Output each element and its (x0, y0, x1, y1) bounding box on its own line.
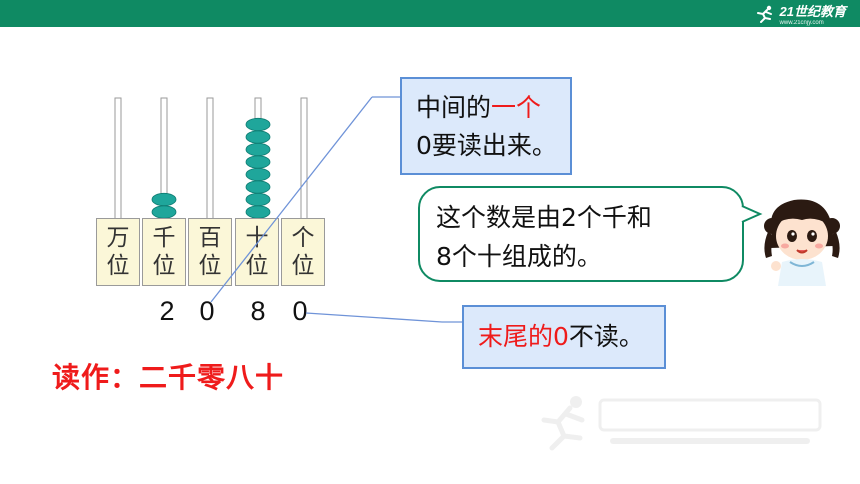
place-label-box: 个位 (281, 218, 325, 286)
speech-line2: 8个十组成的。 (436, 242, 602, 271)
place-label-bottom: 位 (245, 253, 269, 279)
abacus-rod (300, 97, 308, 221)
place-label-top: 个 (291, 225, 315, 251)
abacus-bead (245, 142, 271, 157)
abacus-bead (245, 205, 271, 219)
abacus-bead (245, 117, 271, 132)
abacus-bead (151, 192, 177, 207)
place-label-top: 百 (198, 225, 222, 251)
digit-ones: 0 (292, 296, 308, 326)
abacus-rod (206, 97, 214, 221)
note-middle-zero: 中间的一个 0要读出来。 (400, 77, 572, 175)
speech-bubble: 这个数是由2个千和 8个十组成的。 (418, 186, 744, 282)
abacus-bead (245, 130, 271, 144)
speech-line1: 这个数是由2个千和 (436, 203, 652, 232)
girl-character-icon (764, 199, 840, 286)
place-label-top: 千 (152, 225, 176, 251)
place-label-box: 十位 (235, 218, 279, 286)
brand-url: www.21cnjy.com (779, 20, 824, 26)
digit-tens: 8 (250, 296, 266, 326)
place-label-bottom: 位 (291, 253, 315, 279)
reading-text: 读作：二千零八十 (52, 361, 285, 394)
place-label-top: 十 (245, 225, 269, 251)
note-middle-line2: 0要读出来。 (416, 131, 557, 160)
header-bar: 21世纪教育 www.21cnjy.com (0, 0, 860, 27)
place-label-box: 万位 (96, 218, 140, 286)
digit-thousands: 2 (159, 296, 175, 326)
note-end-highlight: 末尾的0 (478, 322, 569, 351)
brand-name: 21世纪教育 (779, 4, 846, 19)
abacus-bead (245, 192, 271, 207)
place-label-top: 万 (106, 225, 130, 251)
place-label-box: 千位 (142, 218, 186, 286)
note-middle-line1: 中间的一个 (416, 89, 570, 127)
abacus-bead (245, 167, 271, 182)
abacus-bead (151, 205, 177, 219)
note-middle-highlight: 一个 (491, 93, 542, 122)
abacus-rod (114, 97, 122, 221)
place-label-bottom: 位 (198, 253, 222, 279)
watermark-logo (541, 396, 822, 451)
abacus-bead (245, 180, 271, 194)
place-label-bottom: 位 (152, 253, 176, 279)
runner-icon (756, 5, 772, 23)
place-label-bottom: 位 (106, 253, 130, 279)
abacus-bead (245, 155, 271, 169)
note-end-zero: 末尾的0不读。 (462, 305, 666, 369)
note-end-suffix: 不读。 (568, 322, 644, 351)
place-label-box: 百位 (188, 218, 232, 286)
note-middle-prefix: 中间的 (416, 93, 492, 122)
digit-hundreds: 0 (199, 296, 215, 326)
brand-logo: 21世纪教育 www.21cnjy.com (754, 3, 846, 26)
